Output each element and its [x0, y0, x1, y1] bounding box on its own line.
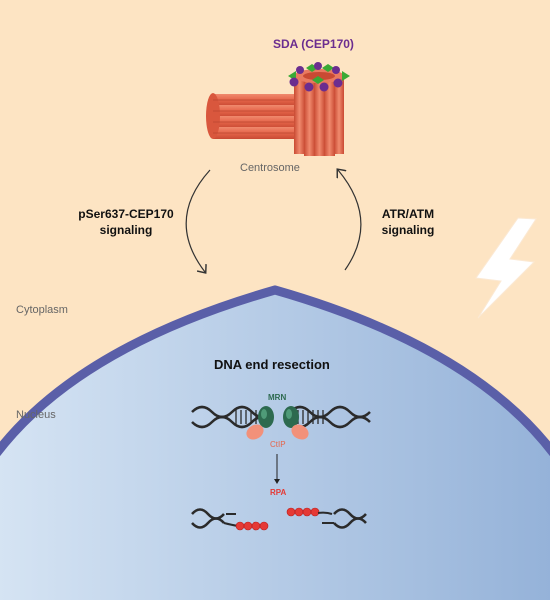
ctip-protein-right	[291, 424, 309, 440]
resected-helix-right	[317, 508, 367, 529]
sda-label: SDA (CEP170)	[273, 37, 354, 51]
dna-end-resection-title: DNA end resection	[214, 357, 330, 372]
left-signaling-label: pSer637-CEP170 signaling	[66, 206, 186, 238]
centrosome-label: Centrosome	[240, 162, 300, 174]
mrn-label: MRN	[268, 393, 287, 402]
nuclear-membrane	[0, 285, 550, 457]
left-signaling-arrow	[185, 169, 211, 272]
cytoplasm-label: Cytoplasm	[16, 304, 68, 316]
lightning-bolt-icon	[475, 217, 537, 319]
subdistal-appendages	[288, 62, 350, 92]
rpa-cluster-left	[235, 521, 269, 531]
nucleus-label: Nucleus	[16, 409, 56, 421]
resection-arrow-head	[274, 479, 280, 484]
centrosome-icon	[206, 62, 350, 156]
rpa-cluster-right	[286, 507, 320, 517]
ctip-protein-left	[246, 424, 264, 440]
right-signaling-arrow	[338, 170, 362, 271]
dna-helix-left	[191, 405, 273, 429]
nucleus-body	[0, 290, 550, 600]
left-signaling-line2: signaling	[99, 223, 153, 237]
rpa-label: RPA	[270, 488, 287, 497]
horizontal-centriole	[206, 93, 301, 139]
ctip-label: CtIP	[270, 440, 286, 449]
vertical-centriole	[294, 69, 344, 156]
dna-break-complex	[191, 405, 371, 440]
right-signaling-line1: ATR/ATM	[381, 207, 435, 221]
left-signaling-line1: pSer637-CEP170	[78, 207, 174, 221]
resected-dna	[191, 507, 367, 531]
nucleus	[0, 285, 550, 600]
right-signaling-label: ATR/ATM signaling	[368, 206, 448, 238]
dna-helix-right	[289, 405, 371, 429]
right-signaling-line2: signaling	[381, 223, 435, 237]
